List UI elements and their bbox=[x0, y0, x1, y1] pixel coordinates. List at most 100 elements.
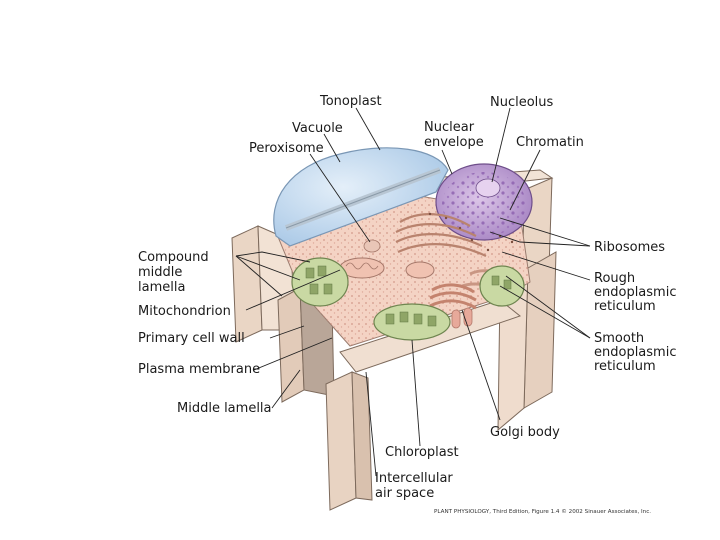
leader-chloroplast bbox=[411, 339, 421, 447]
rough-er-fold-1 bbox=[399, 213, 471, 227]
label-middle-lamella: Middle lamella bbox=[177, 401, 272, 416]
labels: Tonoplast Nucleolus Vacuole Nuclear enve… bbox=[138, 94, 681, 515]
rough-er-fold-4 bbox=[397, 243, 487, 257]
ribosome-dots bbox=[428, 212, 514, 252]
left-wall-slab bbox=[231, 225, 263, 343]
leader-ribosomes-2 bbox=[499, 217, 591, 247]
thylakoid-stack bbox=[427, 315, 437, 327]
leader-nuclear-envelope bbox=[441, 149, 453, 175]
label-chloroplast: Chloroplast bbox=[385, 445, 459, 460]
chloroplast-left bbox=[291, 257, 349, 307]
leader-intercellular-air-space bbox=[365, 371, 377, 477]
front-bottom-wall-face bbox=[351, 371, 373, 501]
label-nuclear-envelope-line-1: Nuclear bbox=[424, 120, 475, 135]
mitochondrion-cristae bbox=[345, 262, 379, 270]
leader-middle-lamella bbox=[271, 369, 301, 409]
leader-compound-middle-lamella-2 bbox=[235, 255, 301, 281]
lower-left-wall bbox=[277, 287, 305, 403]
tonoplast-membrane-line bbox=[285, 169, 441, 229]
nucleus bbox=[435, 163, 533, 241]
label-mitochondrion: Mitochondrion bbox=[138, 304, 231, 319]
ribosome-dot bbox=[510, 240, 514, 244]
rough-er-fold-3 bbox=[395, 233, 483, 247]
chloroplast-bottom bbox=[373, 303, 451, 341]
label-smooth-er-line-3: reticulum bbox=[594, 359, 656, 374]
leader-primary-cell-wall bbox=[269, 325, 305, 339]
ribosome-dot bbox=[486, 248, 490, 252]
label-rough-er-line-1: Rough bbox=[594, 271, 635, 286]
label-intercellular-air-space-line-1: Intercellular bbox=[375, 471, 453, 486]
leader-ribosomes bbox=[489, 231, 591, 247]
mitochondrion-shape bbox=[405, 261, 435, 279]
label-golgi-body: Golgi body bbox=[490, 425, 560, 440]
thylakoid-stack bbox=[399, 311, 409, 323]
label-smooth-er-line-1: Smooth bbox=[594, 331, 644, 346]
label-smooth-er: Smooth endoplasmic reticulum bbox=[594, 331, 681, 374]
leader-plasma-membrane bbox=[253, 337, 333, 371]
golgi-cisterna-3 bbox=[429, 299, 477, 310]
label-primary-cell-wall: Primary cell wall bbox=[138, 331, 245, 346]
label-intercellular-air-space-line-2: air space bbox=[375, 486, 434, 501]
label-nucleolus: Nucleolus bbox=[490, 95, 554, 110]
thylakoid-stack bbox=[491, 275, 500, 286]
peroxisome-shape bbox=[363, 239, 381, 253]
front-bottom-wall bbox=[325, 371, 357, 511]
chloroplast-left-thylakoids bbox=[305, 265, 333, 295]
thylakoid-stack bbox=[305, 267, 315, 279]
chloroplast-right bbox=[479, 265, 525, 307]
golgi-cisterna-2 bbox=[429, 291, 477, 302]
leader-peroxisome bbox=[309, 153, 371, 243]
label-compound-middle-lamella-line-2: middle bbox=[138, 265, 182, 280]
leader-chromatin bbox=[509, 149, 541, 211]
thylakoid-stack bbox=[309, 283, 319, 295]
thylakoid-stack bbox=[317, 265, 327, 277]
golgi bbox=[429, 283, 477, 310]
leader-mitochondrion bbox=[245, 269, 341, 311]
leader-vacuole bbox=[323, 133, 341, 163]
chloroplast-bottom-thylakoids bbox=[385, 311, 437, 327]
label-rough-er-line-3: reticulum bbox=[594, 299, 656, 314]
thylakoid-stack bbox=[503, 279, 512, 290]
golgi-cisterna-1 bbox=[431, 283, 475, 294]
nucleolus-shape bbox=[475, 178, 501, 198]
ribosome-dot bbox=[444, 216, 448, 220]
vacuole bbox=[273, 147, 449, 247]
vesicle bbox=[451, 309, 461, 329]
label-vacuole: Vacuole bbox=[292, 121, 343, 136]
label-nuclear-envelope: Nuclear envelope bbox=[424, 120, 484, 150]
label-ribosomes: Ribosomes bbox=[594, 240, 665, 255]
label-plasma-membrane: Plasma membrane bbox=[138, 362, 260, 377]
label-smooth-er-line-2: endoplasmic bbox=[594, 345, 676, 360]
label-nuclear-envelope-line-2: envelope bbox=[424, 135, 484, 150]
mitochondria bbox=[339, 257, 435, 279]
ribosome-dot bbox=[458, 226, 462, 230]
leader-compound-middle-lamella-3 bbox=[235, 255, 283, 297]
label-rough-er-line-2: endoplasmic bbox=[594, 285, 676, 300]
thylakoid-stack bbox=[323, 283, 333, 295]
leader-smooth-er bbox=[505, 275, 591, 339]
label-peroxisome: Peroxisome bbox=[249, 141, 324, 156]
label-compound-middle-lamella-line-3: lamella bbox=[138, 280, 185, 295]
chloroplast-right-thylakoids bbox=[491, 275, 512, 290]
label-chromatin: Chromatin bbox=[516, 135, 584, 150]
label-tonoplast: Tonoplast bbox=[319, 94, 382, 109]
label-intercellular-air-space: Intercellular air space bbox=[375, 471, 457, 501]
leader-nucleolus bbox=[491, 107, 511, 183]
leader-rough-er bbox=[501, 251, 591, 281]
leader-lines bbox=[235, 107, 591, 477]
thylakoid-stack bbox=[413, 313, 423, 325]
ribosome-dot bbox=[470, 238, 474, 242]
thylakoid-stack bbox=[385, 313, 395, 325]
leader-compound-middle-lamella bbox=[235, 251, 311, 263]
ribosome-dot bbox=[428, 212, 432, 216]
label-compound-middle-lamella: Compound middle lamella bbox=[138, 250, 213, 295]
leader-golgi bbox=[461, 309, 501, 421]
label-compound-middle-lamella-line-1: Compound bbox=[138, 250, 209, 265]
figure-caption: PLANT PHYSIOLOGY, Third Edition, Figure … bbox=[434, 508, 651, 515]
leader-tonoplast bbox=[355, 107, 381, 151]
vesicle bbox=[463, 307, 473, 327]
rough-er bbox=[395, 213, 487, 257]
leader-smooth-er-2 bbox=[499, 285, 591, 339]
rough-er-fold-2 bbox=[395, 223, 477, 237]
